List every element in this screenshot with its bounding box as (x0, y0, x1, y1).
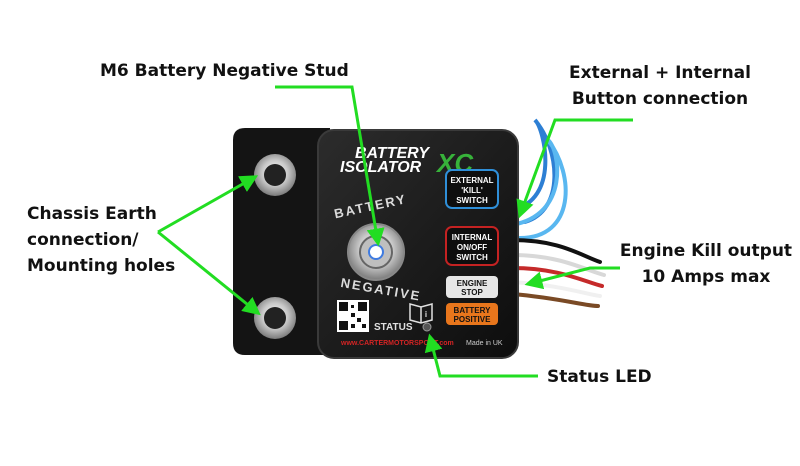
callout-chassis-line1: Chassis Earth (27, 204, 157, 224)
svg-text:BATTERY: BATTERY (454, 306, 492, 315)
arrow-chassis-bottom (157, 230, 261, 316)
callout-status-led: Status LED (547, 364, 652, 390)
callout-engine-kill: Engine Kill output 10 Amps max (612, 238, 800, 290)
callout-button-line2: Button connection (571, 89, 749, 109)
mounting-hole-bottom (254, 297, 296, 339)
callout-chassis-line3: Mounting holes (27, 256, 176, 276)
external-kill-switch-label: EXTERNAL 'KILL' SWITCH (445, 169, 499, 209)
callout-status-text: Status LED (547, 367, 652, 387)
svg-text:'KILL': 'KILL' (461, 186, 483, 195)
svg-text:EXTERNAL: EXTERNAL (450, 176, 493, 185)
arrow-status (424, 333, 538, 378)
arrow-stud (275, 85, 385, 247)
battery-positive-label: BATTERY POSITIVE (446, 303, 498, 325)
qr-code (337, 300, 369, 332)
svg-text:ENGINE: ENGINE (457, 279, 488, 288)
brand-line2: ISOLATOR (340, 159, 422, 176)
arrow-chassis-top (157, 175, 259, 234)
svg-text:ON/OFF: ON/OFF (457, 243, 487, 252)
callout-button-line1: External + Internal (569, 63, 751, 83)
svg-text:STOP: STOP (461, 288, 483, 297)
callout-stud: M6 Battery Negative Stud (100, 58, 349, 84)
made-in-text: Made in UK (466, 340, 503, 347)
callout-button-connection: External + Internal Button connection (560, 60, 760, 112)
callout-chassis-earth: Chassis Earth connection/ Mounting holes (27, 201, 175, 279)
callout-arrows (157, 85, 633, 378)
status-led (422, 322, 432, 332)
engine-stop-label: ENGINE STOP (446, 276, 498, 298)
website-text: www.CARTERMOTORSPORT.com (340, 340, 454, 347)
arrow-kill (524, 266, 620, 290)
wire-bundle (510, 118, 606, 308)
status-label: STATUS (374, 322, 413, 333)
internal-switch-label: INTERNAL ON/OFF SWITCH (445, 226, 499, 266)
svg-text:SWITCH: SWITCH (456, 196, 488, 205)
svg-text:SWITCH: SWITCH (456, 253, 488, 262)
callout-kill-line1: Engine Kill output (619, 241, 793, 261)
brand-line1: BATTERY (355, 145, 430, 162)
svg-text:INTERNAL: INTERNAL (452, 233, 493, 242)
svg-text:POSITIVE: POSITIVE (454, 315, 492, 324)
mounting-hole-top (254, 154, 296, 196)
arrow-buttons (516, 118, 633, 219)
svg-text:i: i (425, 310, 427, 319)
callout-kill-line2: 10 Amps max (641, 267, 771, 287)
info-book-icon: i (409, 303, 433, 324)
callout-stud-text: M6 Battery Negative Stud (100, 61, 349, 81)
callout-chassis-line2: connection/ (27, 230, 139, 250)
